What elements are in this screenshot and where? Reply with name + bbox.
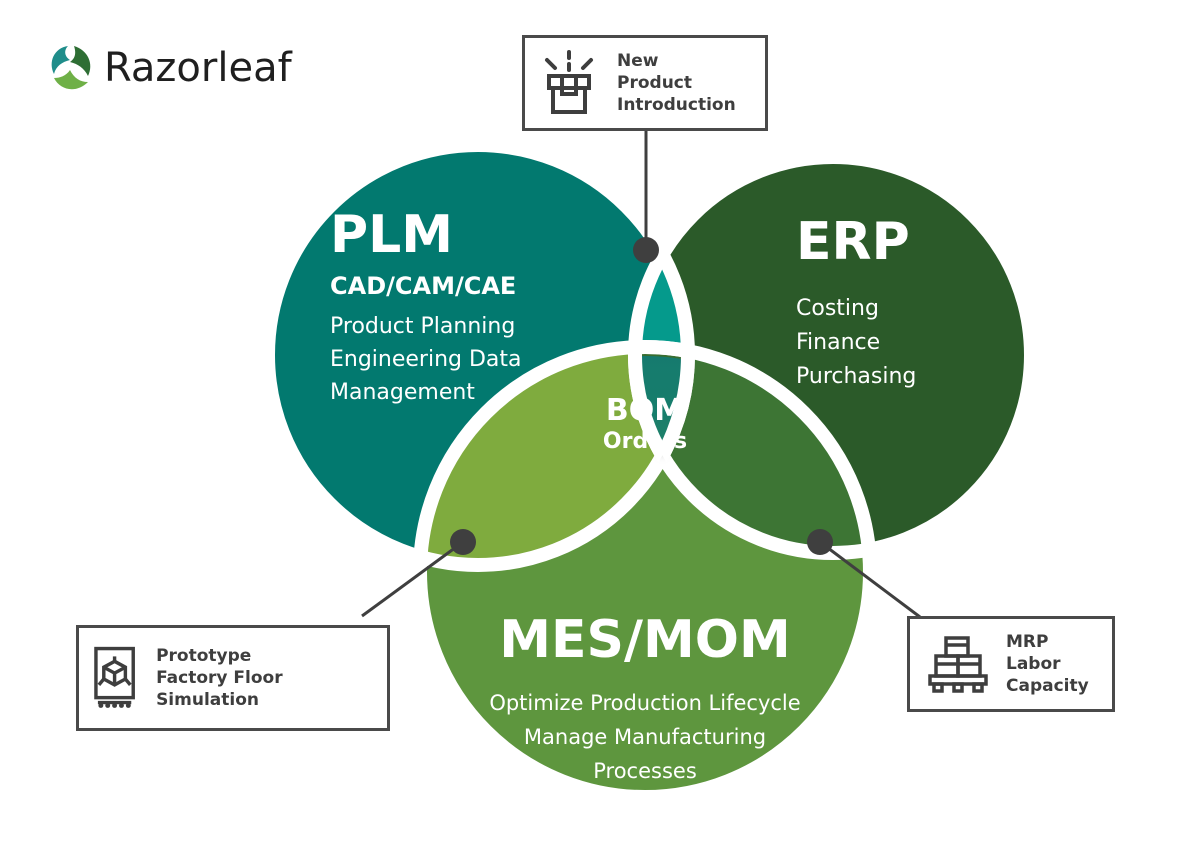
- erp-mes-overlap: [635, 347, 870, 553]
- mrp-line: Capacity: [1006, 676, 1089, 696]
- center-line-orders: Orders: [602, 429, 688, 454]
- prototype-line: Factory Floor Simulation: [156, 668, 283, 710]
- erp-line: Costing: [796, 296, 879, 321]
- box-open-icon: [545, 50, 593, 114]
- cube-simulation-icon: [94, 646, 135, 708]
- plm-subtitle: CAD/CAM/CAE: [330, 272, 517, 300]
- npi-callout: New Product Introduction: [522, 35, 768, 131]
- center-line-bom: BOM: [605, 393, 685, 428]
- mrp-connector: [819, 540, 921, 619]
- leaf-swirl-icon: [51, 46, 91, 90]
- mes-line: Manage Manufacturing: [523, 725, 767, 749]
- prototype-dot: [450, 529, 476, 555]
- erp-line: Finance: [796, 330, 881, 355]
- center-outline-3: [628, 347, 688, 560]
- mrp-callout-text: MRP Labor Capacity: [1006, 631, 1089, 697]
- mrp-line: MRP: [1006, 632, 1049, 652]
- plm-mes-overlap: [420, 347, 688, 565]
- npi-line: Product: [617, 73, 692, 93]
- center-label: BOM Orders: [585, 393, 705, 455]
- prototype-callout-text: Prototype Factory Floor Simulation: [156, 645, 387, 711]
- brand-logo: Razorleaf: [46, 42, 292, 94]
- plm-line: Management: [330, 380, 475, 405]
- erp-line: Purchasing: [796, 364, 917, 389]
- center-outline-2: [635, 347, 695, 553]
- prototype-line: Prototype: [156, 646, 252, 666]
- mrp-line: Labor: [1006, 654, 1061, 674]
- prototype-callout: Prototype Factory Floor Simulation: [76, 625, 390, 731]
- plm-line: Product Planning: [330, 314, 516, 339]
- mrp-callout: MRP Labor Capacity: [907, 616, 1115, 712]
- plm-line: Engineering Data: [330, 347, 522, 372]
- plm-lines: Product Planning Engineering Data Manage…: [330, 310, 522, 409]
- mes-line: Processes: [593, 759, 697, 783]
- pallet-boxes-icon: [928, 636, 988, 693]
- mes-line: Optimize Production Lifecycle: [489, 691, 801, 715]
- plm-title: PLM: [330, 205, 453, 265]
- npi-callout-text: New Product Introduction: [617, 50, 736, 116]
- brand-name: Razorleaf: [104, 45, 292, 91]
- npi-dot: [633, 237, 659, 263]
- mes-title: MES/MOM: [499, 610, 791, 670]
- npi-line: New: [617, 51, 659, 71]
- erp-lines: Costing Finance Purchasing: [796, 292, 916, 394]
- erp-title: ERP: [796, 212, 910, 272]
- mrp-dot: [807, 529, 833, 555]
- mes-lines: Optimize Production Lifecycle Manage Man…: [445, 686, 845, 788]
- prototype-connector: [361, 540, 464, 618]
- npi-line: Introduction: [617, 95, 736, 115]
- center-outline: [635, 340, 688, 553]
